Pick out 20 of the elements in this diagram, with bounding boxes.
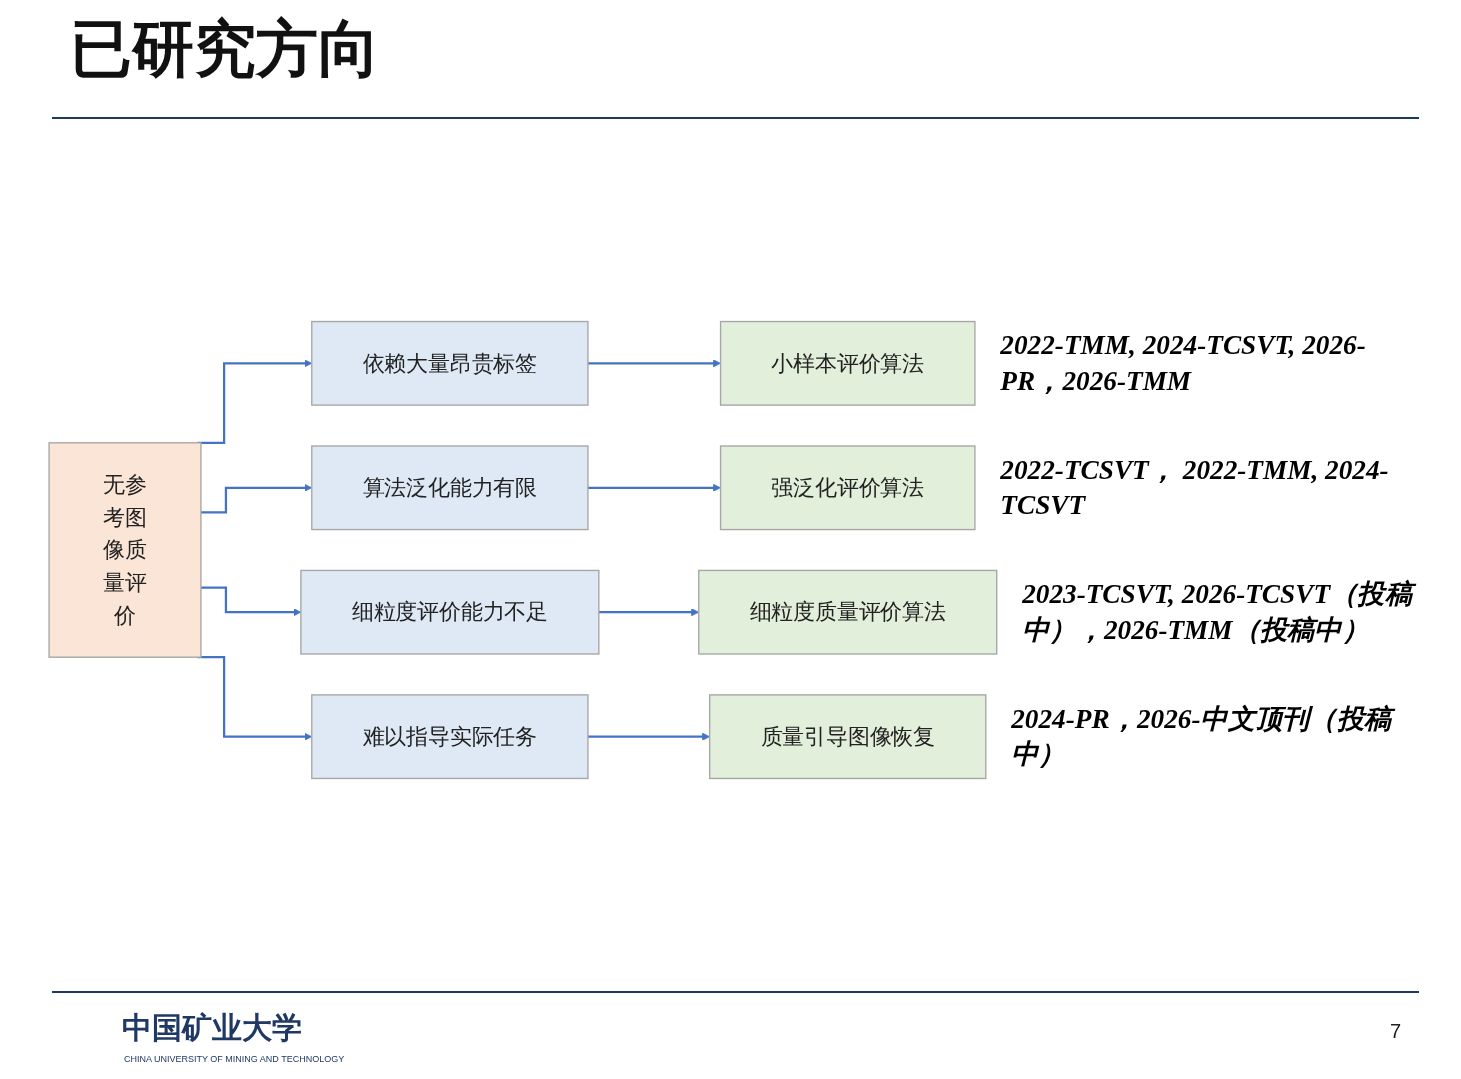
method-box: 质量引导图像恢复 — [708, 694, 987, 780]
arrow — [587, 732, 710, 741]
problem-box: 依赖大量昂贵标签 — [311, 320, 589, 406]
publication-note: 2024-PR，2026-中文顶刊（投稿中） — [1011, 700, 1417, 772]
slide-title: 已研究方向 — [70, 12, 380, 87]
university-name-english: CHINA UNIVERSITY OF MINING AND TECHNOLOGY — [124, 1054, 345, 1064]
publication-note: 2022-TCSVT， 2022-TMM, 2024-TCSVT — [1000, 453, 1390, 522]
university-name: 中国矿业大学 — [122, 1009, 302, 1047]
problem-box: 算法泛化能力有限 — [311, 445, 589, 531]
arrow — [587, 359, 721, 368]
page-number: 7 — [1390, 1020, 1402, 1043]
arrow — [587, 483, 721, 492]
publication-note: 2023-TCSVT, 2026-TCSVT（投稿中），2026-TMM（投稿中） — [1022, 575, 1428, 647]
method-box: 小样本评价算法 — [719, 320, 976, 406]
topic-box: 无参考图像质量评价 — [48, 442, 202, 658]
problem-box: 细粒度评价能力不足 — [300, 569, 600, 655]
method-box: 细粒度质量评价算法 — [698, 569, 998, 655]
problem-box: 难以指导实际任务 — [311, 694, 589, 780]
method-box: 强泛化评价算法 — [719, 445, 976, 531]
publication-note: 2022-TMM, 2024-TCSVT, 2026-PR，2026-TMM — [1000, 328, 1367, 398]
